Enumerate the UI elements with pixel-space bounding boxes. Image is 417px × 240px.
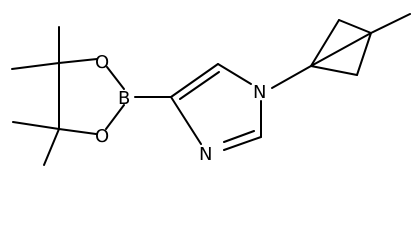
dioxaborolane-ring [58,58,125,135]
oxygen-top-label: O [95,52,109,73]
oxygen-bottom-label: O [95,126,109,147]
nitrogen-1-label: N [253,82,266,103]
bond-bh1-ch2-bottom [310,65,358,76]
boron-label: B [118,88,130,109]
bond-c5-n1 [217,63,252,85]
molecule-diagram: O B O N N [11,13,411,166]
bond-c5-methyl-left [12,121,60,130]
bond-b-o2 [105,104,125,130]
bond-ch2-top-bh2 [338,19,372,34]
bond-c4-c5 [170,63,219,98]
bond-o2-c5 [58,128,97,135]
imidazole-ring [170,63,262,151]
bond-c4-methyl-left [11,62,60,70]
methyl-groups [11,26,60,166]
bond-c4-o1 [58,58,98,64]
bicyclopentane [310,13,411,76]
bond-o1-b [106,66,125,90]
bond-c5-methyl-down [43,128,60,166]
bond-ch2-bottom-bh2 [356,32,372,76]
nitrogen-3-label: N [199,144,212,165]
bond-n3-c4 [170,96,202,145]
bond-c2-n3 [223,136,262,151]
bond-bh2-methyl [370,13,411,34]
bond-n1-bicyclo [271,65,312,89]
bond-c2-n3-inner [223,130,255,143]
bond-bh1-ch2-top [310,19,340,67]
structure-canvas: O B O N N [11,13,411,166]
bond-bh1-ch2-back [310,32,372,67]
bond-c4-c5-inner [179,71,220,100]
